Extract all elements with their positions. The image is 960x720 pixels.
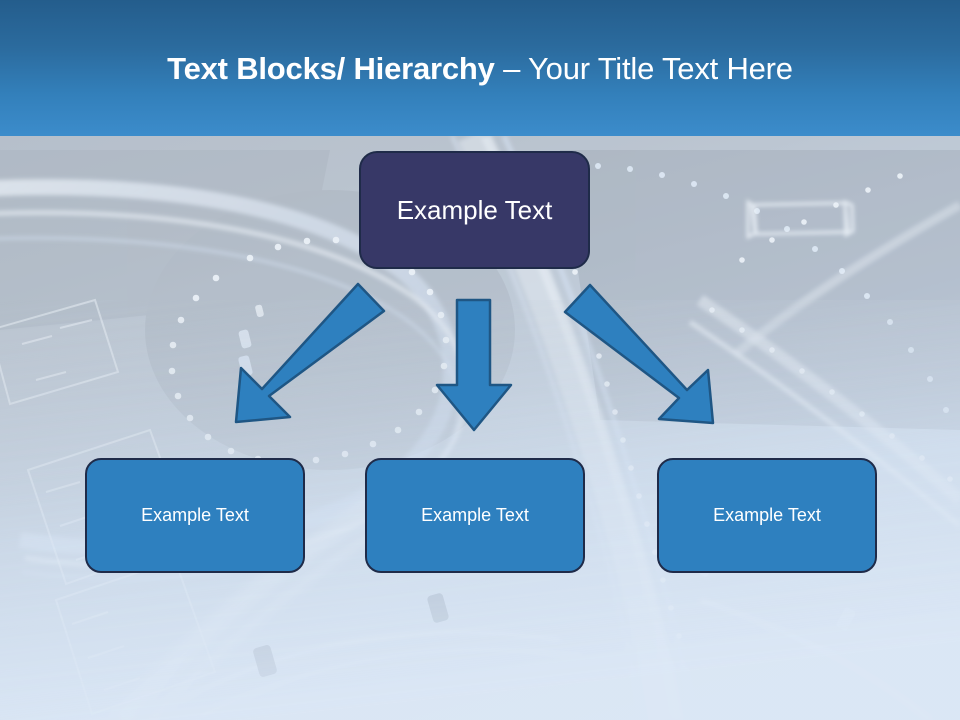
child-node-3-label: Example Text <box>713 505 821 525</box>
child-node-2[interactable]: Example Text <box>365 458 585 573</box>
page-title-bold: Text Blocks/ Hierarchy <box>167 51 504 86</box>
root-node-label: Example Text <box>396 194 553 225</box>
arrow-down-left-icon <box>234 282 386 424</box>
child-node-2-label: Example Text <box>421 505 529 525</box>
page-title-separator: – <box>503 51 529 86</box>
arrow-down-right-icon <box>563 283 715 425</box>
page-title-light: Your Title Text Here <box>528 51 793 86</box>
child-node-1[interactable]: Example Text <box>85 458 305 573</box>
child-node-1-label: Example Text <box>141 505 249 525</box>
child-node-3[interactable]: Example Text <box>657 458 877 573</box>
page-title: Text Blocks/ Hierarchy – Your Title Text… <box>0 50 960 88</box>
arrow-down-icon <box>435 298 513 432</box>
root-node[interactable]: Example Text <box>359 151 590 269</box>
title-bar: Text Blocks/ Hierarchy – Your Title Text… <box>0 0 960 136</box>
